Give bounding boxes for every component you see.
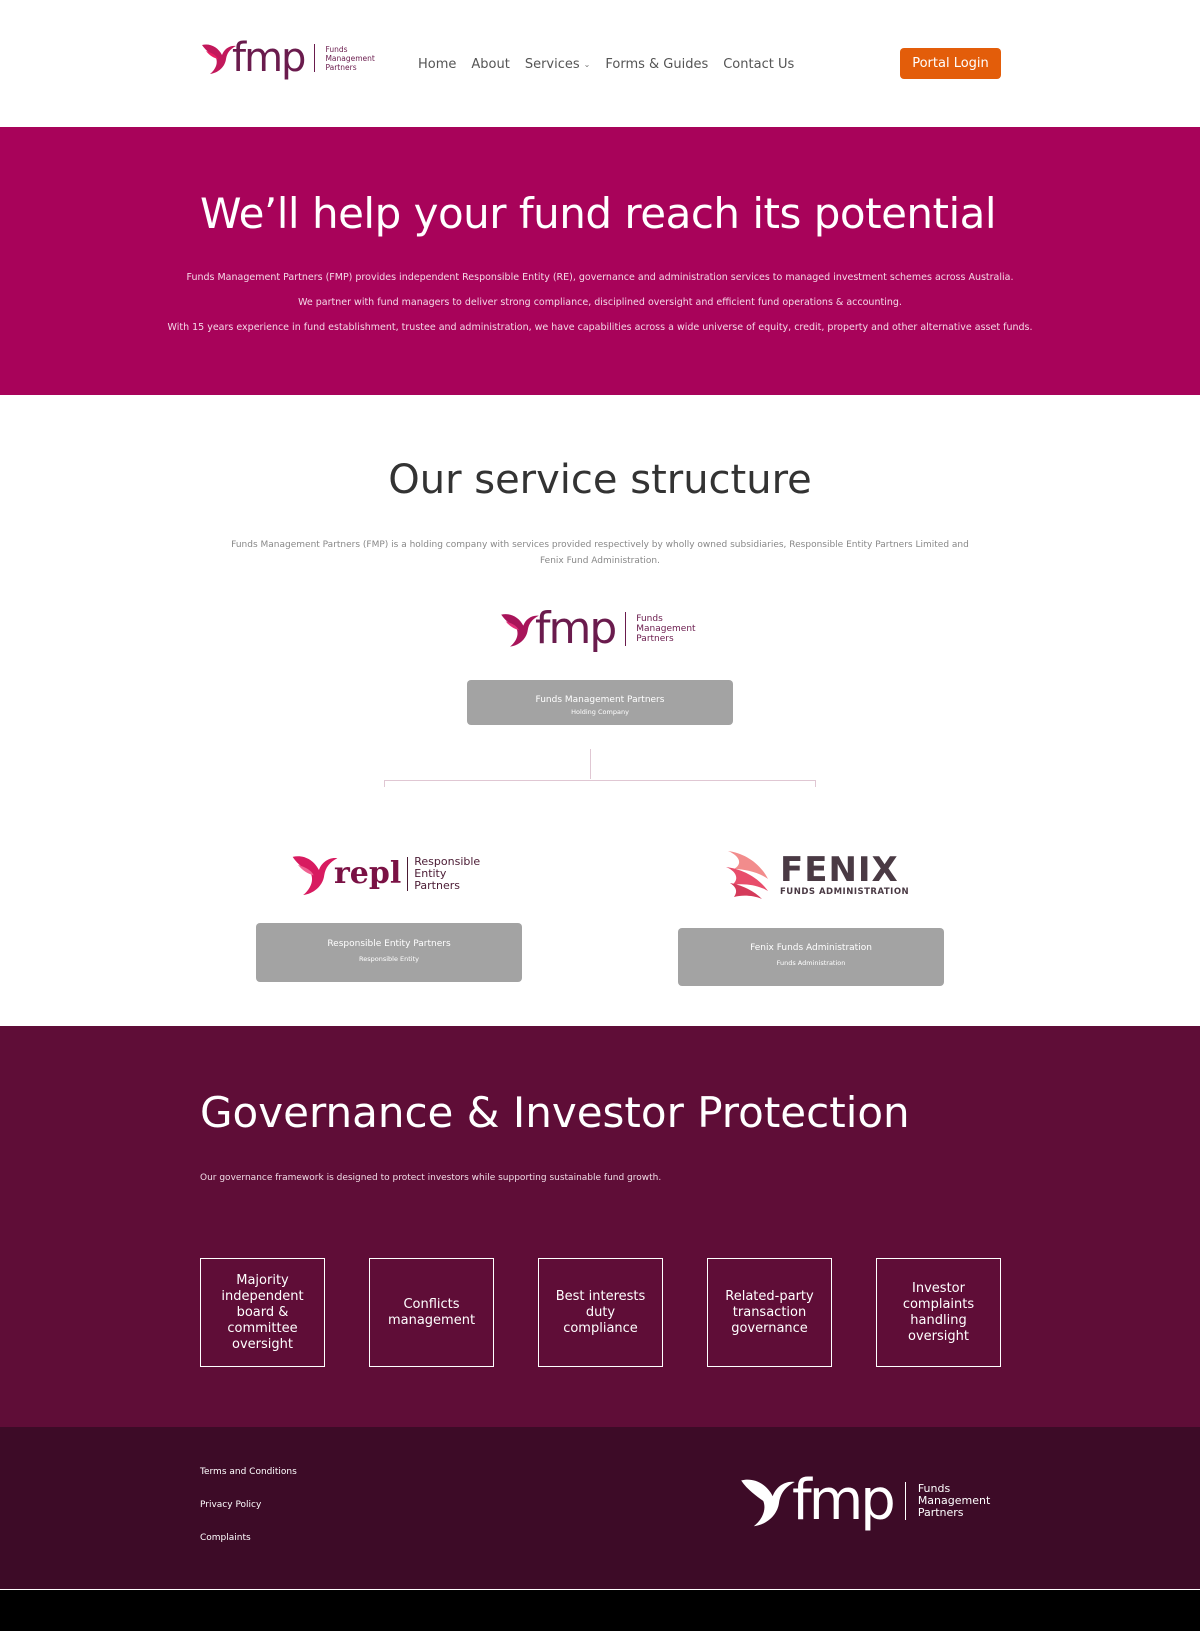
governance-card: Majority independent board & committee o… bbox=[200, 1258, 325, 1367]
logo-divider bbox=[625, 612, 627, 646]
nav-services-label: Services bbox=[524, 57, 580, 72]
governance-description: Our governance framework is designed to … bbox=[200, 1173, 662, 1183]
fenix-box: Fenix Funds Administration Funds Adminis… bbox=[678, 928, 944, 986]
repl-sub-line: Responsible bbox=[414, 855, 481, 868]
logo-sub-line: Management bbox=[917, 1494, 991, 1507]
logo-subtitle: Funds Management Partners bbox=[325, 45, 374, 72]
governance-cards: Majority independent board & committee o… bbox=[200, 1258, 1001, 1367]
nav-forms-guides[interactable]: Forms & Guides bbox=[605, 57, 709, 72]
hero-title: We’ll help your fund reach its potential bbox=[200, 189, 997, 238]
governance-title: Governance & Investor Protection bbox=[200, 1088, 910, 1137]
logo-subtitle: Funds Management Partners bbox=[918, 1483, 990, 1519]
fenix-wordmark: FENIX bbox=[780, 850, 899, 890]
logo-sub-line: Funds bbox=[636, 614, 663, 624]
hero-section: We’ll help your fund reach its potential… bbox=[0, 127, 1200, 395]
bird-icon bbox=[501, 614, 539, 647]
governance-card: Related-party transaction governance bbox=[707, 1258, 832, 1367]
fenix-role: Funds Administration bbox=[776, 959, 846, 967]
site-footer: Terms and Conditions Privacy Policy Comp… bbox=[0, 1427, 1200, 1589]
logo-subtitle: Funds Management Partners bbox=[636, 614, 695, 644]
logo-sub-line: Management bbox=[636, 624, 696, 634]
connector-line bbox=[384, 780, 816, 781]
logo-sub-line: Funds bbox=[325, 44, 348, 54]
page: fmp Funds Management Partners Home About… bbox=[0, 0, 1200, 1590]
fenix-name: Fenix Funds Administration bbox=[750, 943, 872, 953]
footer-link-privacy[interactable]: Privacy Policy bbox=[200, 1500, 262, 1510]
connector-line bbox=[815, 780, 816, 787]
bird-icon bbox=[202, 44, 236, 74]
repl-wordmark: repl bbox=[334, 856, 402, 891]
logo-divider bbox=[314, 44, 316, 72]
fenix-text: FENIX FUNDS ADMINISTRATION bbox=[780, 853, 909, 897]
site-header: fmp Funds Management Partners Home About… bbox=[0, 0, 1200, 127]
governance-card: Best interests duty compliance bbox=[538, 1258, 663, 1367]
logo-sub-line: Partners bbox=[917, 1506, 964, 1519]
repl-role: Responsible Entity bbox=[359, 955, 419, 963]
holding-name: Funds Management Partners bbox=[535, 695, 665, 705]
portal-login-button[interactable]: Portal Login bbox=[900, 48, 1001, 79]
logo-sub-line: Partners bbox=[636, 634, 674, 644]
logo-sub-line: Funds bbox=[917, 1482, 951, 1495]
structure-description: Funds Management Partners (FMP) is a hol… bbox=[231, 540, 969, 566]
hero-paragraph: With 15 years experience in fund establi… bbox=[167, 322, 1033, 333]
logo-wordmark: fmp bbox=[535, 603, 617, 654]
fenix-subtitle: FUNDS ADMINISTRATION bbox=[780, 887, 910, 897]
main-nav: Home About Services ⌄ Forms & Guides Con… bbox=[418, 57, 794, 72]
nav-services[interactable]: Services ⌄ bbox=[525, 57, 591, 72]
logo-sub-line: Partners bbox=[325, 62, 357, 72]
nav-about[interactable]: About bbox=[471, 57, 510, 72]
hero-paragraph: Funds Management Partners (FMP) provides… bbox=[186, 272, 1014, 283]
nav-home[interactable]: Home bbox=[418, 57, 457, 72]
fmp-logo[interactable]: fmp Funds Management Partners bbox=[200, 38, 375, 78]
hero-paragraph: We partner with fund managers to deliver… bbox=[298, 297, 902, 308]
fenix-wing-icon bbox=[726, 851, 768, 899]
connector-line bbox=[384, 780, 385, 787]
footer-link-complaints[interactable]: Complaints bbox=[200, 1533, 251, 1543]
repl-sub-line: Entity bbox=[414, 867, 447, 880]
logo-divider bbox=[407, 857, 409, 891]
logo-wordmark: fmp bbox=[792, 1468, 896, 1533]
footer-fmp-logo[interactable]: fmp Funds Management Partners bbox=[738, 1473, 990, 1529]
governance-section: Governance & Investor Protection Our gov… bbox=[0, 1026, 1200, 1427]
governance-card: Investor complaints handling oversight bbox=[876, 1258, 1001, 1367]
repl-sub-line: Partners bbox=[414, 879, 460, 892]
footer-link-terms[interactable]: Terms and Conditions bbox=[200, 1467, 297, 1477]
logo-sub-line: Management bbox=[325, 53, 375, 63]
chevron-down-icon: ⌄ bbox=[583, 60, 591, 69]
structure-title: Our service structure bbox=[388, 457, 812, 503]
fenix-logo: FENIX FUNDS ADMINISTRATION bbox=[724, 849, 909, 901]
holding-role: Holding Company bbox=[571, 708, 629, 716]
repl-box: Responsible Entity Partners Responsible … bbox=[256, 923, 522, 982]
bird-icon bbox=[741, 1479, 795, 1527]
nav-contact-us[interactable]: Contact Us bbox=[723, 57, 795, 72]
repl-subtitle: Responsible Entity Partners bbox=[414, 856, 480, 892]
bird-icon bbox=[292, 856, 338, 896]
fmp-holding-logo: fmp Funds Management Partners bbox=[499, 607, 696, 651]
repl-logo: repl Responsible Entity Partners bbox=[290, 850, 480, 898]
connector-line bbox=[590, 749, 591, 779]
repl-name: Responsible Entity Partners bbox=[327, 939, 451, 949]
logo-divider bbox=[904, 1482, 906, 1520]
logo-wordmark: fmp bbox=[232, 35, 306, 81]
holding-company-box: Funds Management Partners Holding Compan… bbox=[467, 680, 733, 725]
governance-card: Conflicts management bbox=[369, 1258, 494, 1367]
service-structure-section: Our service structure Funds Management P… bbox=[0, 395, 1200, 1026]
